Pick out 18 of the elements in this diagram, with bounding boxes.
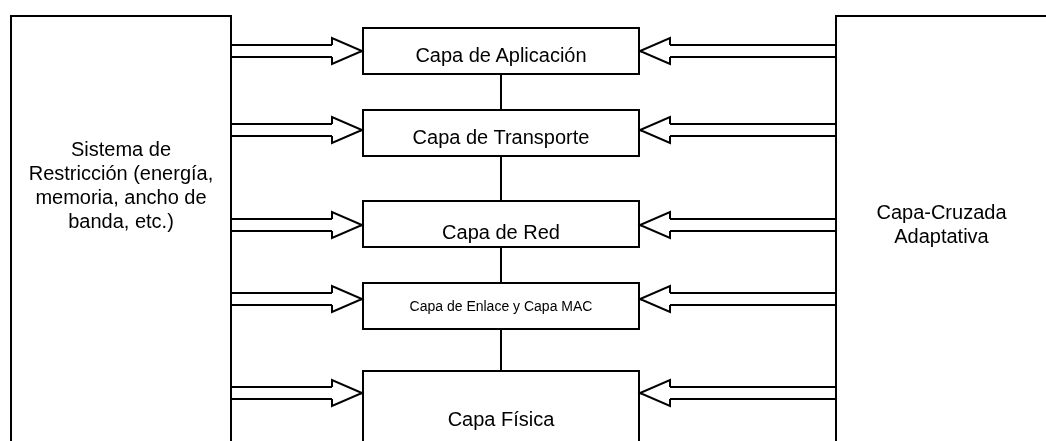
layer-label: Capa de Transporte xyxy=(412,125,590,150)
layer-label: Capa de Aplicación xyxy=(415,43,587,68)
layer-label: Capa Física xyxy=(447,407,555,432)
layer-box xyxy=(362,200,640,248)
connector-line xyxy=(500,74,502,110)
layer-label: Capa-Cruzada Adaptativa xyxy=(875,200,1008,248)
layer-label: Capa de Red xyxy=(442,220,560,245)
connector-line xyxy=(500,156,502,201)
layer-box xyxy=(362,109,640,157)
layer-box xyxy=(362,282,640,330)
connector-line xyxy=(500,329,502,371)
connector-line xyxy=(500,247,502,283)
layer-label: Capa de Enlace y Capa MAC xyxy=(409,296,593,316)
layer-box xyxy=(362,370,640,441)
side-panel xyxy=(835,15,1046,441)
side-panel xyxy=(10,15,232,441)
layer-label: Sistema de Restricción (energía, memoria, ancho de banda, etc.) xyxy=(27,137,215,233)
layer-box xyxy=(362,27,640,75)
